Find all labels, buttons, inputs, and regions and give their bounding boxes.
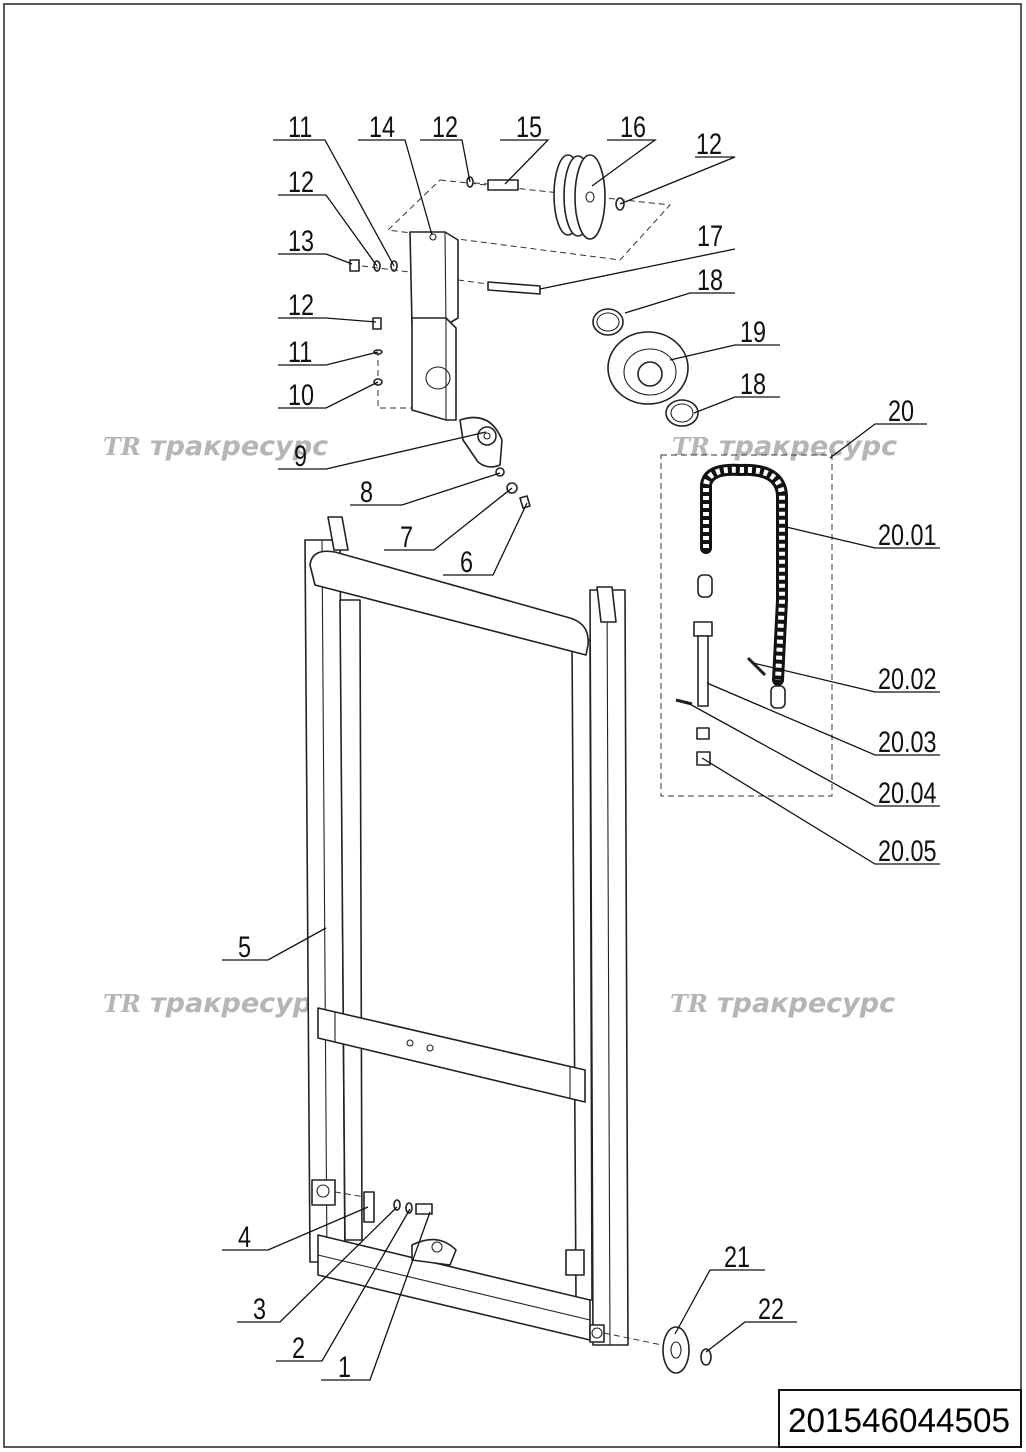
callout-12: 12: [288, 288, 314, 321]
callout-13: 13: [288, 224, 314, 257]
callout-11: 11: [288, 110, 312, 143]
watermark-text: тракресурс: [717, 988, 895, 1019]
callout-20-04: 20.04: [878, 776, 937, 809]
callout-22: 22: [758, 1292, 784, 1325]
callout-6: 6: [460, 545, 473, 578]
callout-12: 12: [432, 110, 458, 143]
watermark-4: TR тракресурс: [670, 988, 895, 1019]
callout-7: 7: [400, 520, 413, 553]
callout-20-02: 20.02: [878, 662, 937, 695]
callout-5: 5: [238, 930, 251, 963]
callout-4: 4: [238, 1220, 251, 1253]
watermark-3: TR тракресурс: [103, 988, 328, 1019]
leader-lines: [222, 139, 940, 1381]
sheet-border: [3, 3, 1022, 1448]
callout-9: 9: [294, 439, 307, 472]
callout-16: 16: [620, 110, 646, 143]
watermark-2: TR тракресурс: [672, 431, 897, 462]
document-number: 201546044505: [788, 1402, 1010, 1440]
callout-20: 20: [888, 394, 914, 427]
callout-18: 18: [697, 263, 723, 296]
callout-19: 19: [740, 315, 766, 348]
watermark-logo: TR: [103, 989, 141, 1018]
callout-11: 11: [288, 335, 312, 368]
watermark-1: TR тракресурс: [103, 431, 328, 462]
callout-20-05: 20.05: [878, 834, 937, 867]
chain-kit: [660, 454, 833, 797]
lower-fasteners: [334, 1191, 712, 1374]
watermark-logo: TR: [670, 989, 708, 1018]
callout-17: 17: [697, 219, 723, 252]
mast-frame: [304, 516, 629, 1346]
callout-1: 1: [338, 1350, 351, 1383]
watermark-text: тракресурс: [150, 988, 328, 1019]
callout-3: 3: [253, 1292, 266, 1325]
sheave-bracket: [349, 154, 672, 509]
callout-2: 2: [292, 1331, 305, 1364]
watermark-text: тракресурс: [719, 431, 897, 462]
callout-14: 14: [369, 110, 395, 143]
callout-18: 18: [740, 367, 766, 400]
watermark-text: тракресурс: [150, 431, 328, 462]
watermark-logo: TR: [672, 432, 710, 461]
callout-12: 12: [288, 165, 314, 198]
roller-19-group: [592, 308, 699, 427]
callout-10: 10: [288, 378, 314, 411]
callout-20-03: 20.03: [878, 725, 937, 758]
callout-20-01: 20.01: [878, 518, 937, 551]
callout-12: 12: [696, 127, 722, 160]
callout-15: 15: [516, 110, 542, 143]
callout-labels: 11 14 12 15 16 12 12 13 17 18 12 19 11 1…: [238, 110, 937, 1383]
watermark-logo: TR: [103, 432, 141, 461]
document-number-box: 201546044505: [778, 1389, 1022, 1448]
callout-8: 8: [360, 475, 373, 508]
callout-21: 21: [724, 1240, 750, 1273]
